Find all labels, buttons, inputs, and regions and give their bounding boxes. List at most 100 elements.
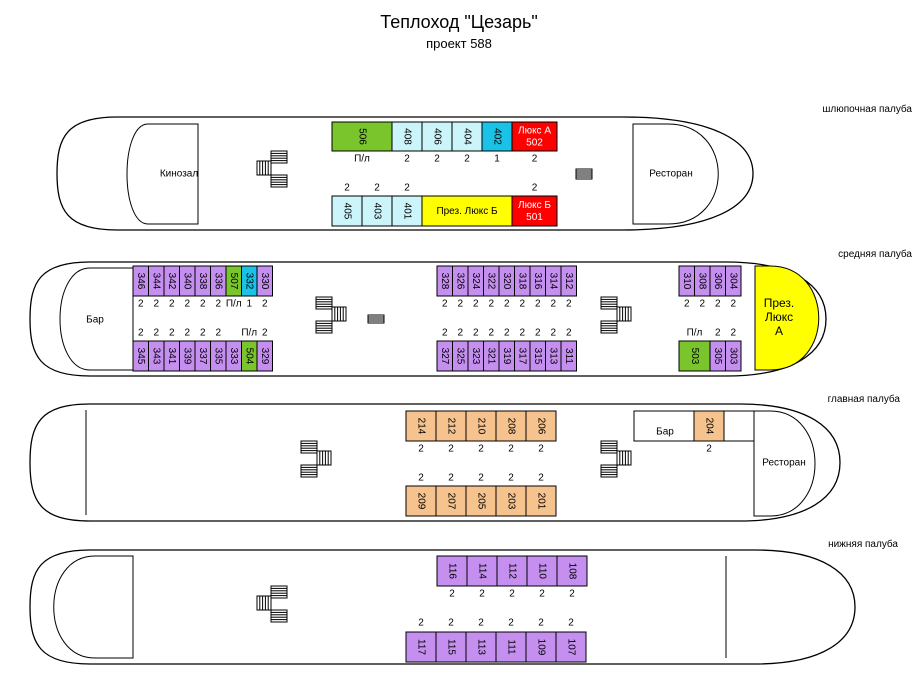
stairs-icon <box>270 150 288 164</box>
cabin-box <box>511 195 558 227</box>
stern-compartment <box>53 555 134 659</box>
cabin-occupancy: 2 <box>200 328 206 339</box>
cabin-number: 346 <box>135 273 146 290</box>
cabin-number: 112 <box>506 563 517 579</box>
cabin-pres-b[interactable]: През. Люкс Б <box>421 195 513 227</box>
cabin-number: 311 <box>563 348 574 364</box>
stairs-icon <box>256 160 272 176</box>
cabin-number: 338 <box>197 273 208 290</box>
cabin-number: 315 <box>532 348 543 365</box>
deck-label-middle: средняя палуба <box>838 249 912 260</box>
cabin-number: 319 <box>501 348 512 365</box>
cabin-box <box>481 121 513 152</box>
cabin-occupancy: 2 <box>473 328 479 339</box>
cabin-number: 322 <box>486 273 497 290</box>
cabin-occupancy: 2 <box>568 618 574 629</box>
cabin-number: 115 <box>445 639 456 655</box>
cabin-number: 326 <box>455 273 466 290</box>
page-title: Теплоход "Цезарь" <box>380 12 538 32</box>
cabin-333[interactable]: 333 <box>225 340 242 372</box>
cabin-occupancy: П/л <box>354 154 370 165</box>
cabin-number: 408 <box>401 128 412 145</box>
cabin-number: 320 <box>501 273 512 290</box>
cabin-occupancy: 2 <box>706 444 712 455</box>
pres-suite-a[interactable] <box>754 265 820 371</box>
cabin-box <box>466 555 498 587</box>
cabin-occupancy: 2 <box>448 444 454 455</box>
cabin-number: 317 <box>517 348 528 365</box>
cabin-occupancy: 2 <box>478 618 484 629</box>
cabin-occupancy: 2 <box>215 328 221 339</box>
cabin-box <box>560 265 577 297</box>
cabin-occupancy: 2 <box>200 299 206 310</box>
cabin-occupancy: 1 <box>246 299 252 310</box>
cabin-box <box>391 195 423 227</box>
cabin-occupancy: 2 <box>153 299 159 310</box>
cabin-box <box>451 121 483 152</box>
stairs-icon <box>270 609 288 623</box>
cabin-number: През. Люкс Б <box>436 206 498 217</box>
cabin-occupancy: 2 <box>153 328 159 339</box>
cabin-number: 405 <box>341 203 352 220</box>
deck-label-main: главная палуба <box>827 394 900 405</box>
stairs-icon <box>600 440 618 454</box>
cabin-occupancy: 2 <box>457 299 463 310</box>
cabin-occupancy: 2 <box>569 589 575 600</box>
cabin-338[interactable]: 338 2 <box>194 265 211 310</box>
cabin-number: 503 <box>689 348 700 365</box>
cabin-occupancy: 2 <box>138 299 144 310</box>
cabin-occupancy: 1 <box>494 154 500 165</box>
stairs-icon <box>600 296 618 310</box>
cabin-occupancy: П/л <box>241 328 257 339</box>
cabin-occupancy: 2 <box>464 154 470 165</box>
cabin-box <box>511 121 558 152</box>
cabin-occupancy: П/л <box>226 299 242 310</box>
